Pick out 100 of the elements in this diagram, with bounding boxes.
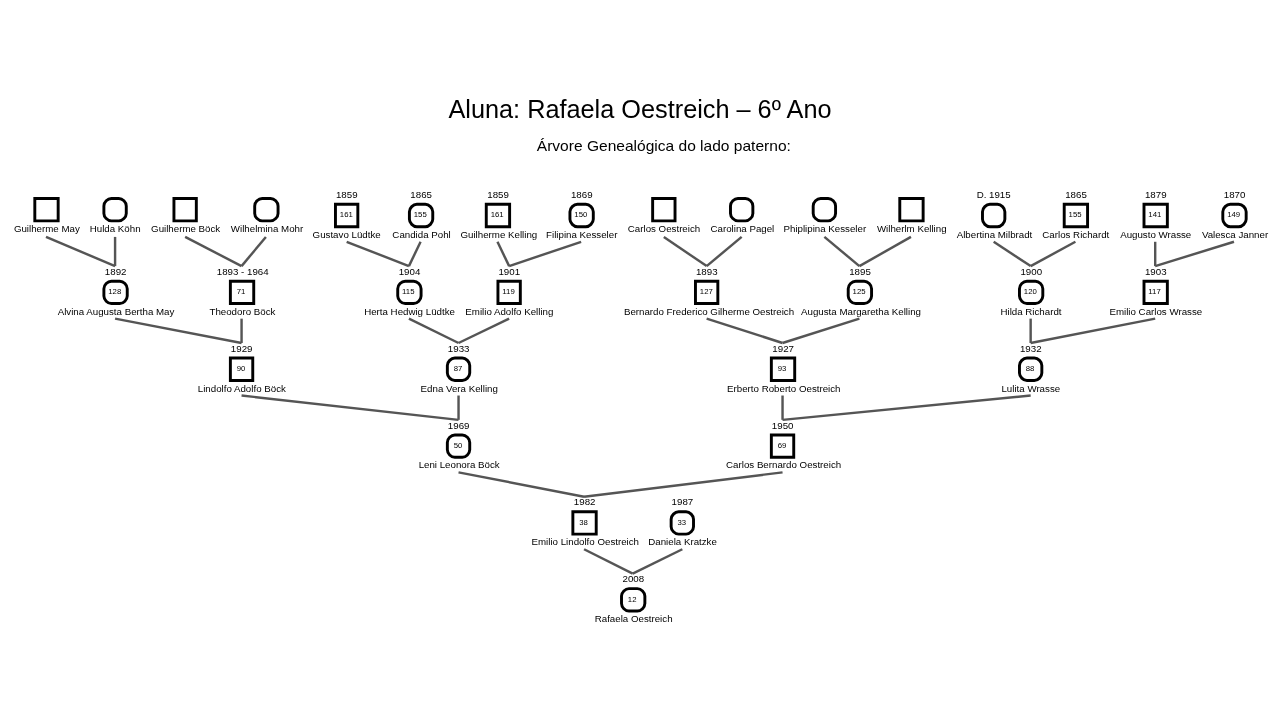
node-label: 1901 (498, 265, 521, 277)
node-label: Wilhelmina Mohr (230, 223, 304, 235)
node-label: 1893 (695, 265, 718, 277)
node-circle (102, 197, 128, 223)
node-label: 1893 - 1964 (216, 265, 269, 277)
connector (508, 240, 582, 268)
connector (1029, 318, 1032, 343)
node-label: Bernardo Frederico Gilherme Oestreich (623, 305, 795, 317)
connector (782, 394, 1031, 422)
connector (782, 317, 860, 345)
node-box: 117 (1142, 279, 1169, 306)
node-label: Lulita Wrasse (1001, 382, 1061, 394)
node-box: 127 (694, 279, 720, 306)
node-box: 161 (484, 202, 512, 229)
node-circle (253, 197, 280, 223)
node-label: Rafaela Oestreich (594, 613, 673, 625)
node-label: Lindolfo Adolfo Böck (197, 382, 286, 394)
node-label: 1987 (671, 496, 694, 508)
node-label: D. 1915 (976, 189, 1011, 200)
node-label: Guilherme May (13, 223, 80, 235)
node-label: 1933 (447, 342, 470, 354)
diagram-title: Aluna: Rafaela Oestreich – 6º Ano (448, 95, 832, 124)
node-box (651, 197, 677, 223)
node-label: 1929 (230, 342, 253, 354)
node-label: Emilio Carlos Wrasse (1109, 305, 1203, 317)
node-box: 38 (571, 510, 598, 536)
node-label: Carolina Pagel (710, 223, 775, 235)
node-label: Daniela Kratzke (648, 536, 717, 548)
node-label: Emilio Lindolfo Oestreich (531, 536, 640, 548)
node-label: Augusta Margaretha Kelling (801, 305, 921, 317)
node-label: 1927 (772, 342, 794, 354)
connector (458, 317, 510, 345)
connector (823, 236, 861, 268)
connector (113, 236, 117, 267)
connector (45, 235, 116, 268)
node-label: Guilherme Böck (151, 223, 221, 235)
connector (1154, 240, 1235, 268)
node-circle (729, 197, 755, 223)
connector (858, 235, 912, 268)
node-box: 119 (496, 279, 522, 306)
node-box: 161 (334, 202, 360, 229)
node-label: 1904 (398, 265, 421, 277)
node-box: 141 (1142, 202, 1169, 229)
connector (346, 240, 410, 268)
node-label: 1879 (1144, 189, 1167, 200)
node-label: 1870 (1223, 189, 1246, 200)
label: Árvore Genealógica do lado paterno: (536, 137, 791, 155)
node-label: 1932 (1019, 342, 1042, 354)
node-label: 1900 (1020, 265, 1043, 277)
node-label: Herta Hedwig Lüdtke (364, 305, 455, 317)
node-label: 1950 (771, 419, 794, 431)
node-box: 93 (769, 356, 797, 382)
node-label: Filipina Kesseler (546, 228, 618, 240)
node-label: 1903 (1144, 265, 1167, 277)
connector (240, 236, 267, 267)
node-label: 1869 (570, 189, 593, 200)
connector (583, 548, 634, 575)
node-label: 1865 (410, 189, 432, 200)
connector (705, 236, 743, 268)
node-label: 1892 (104, 265, 127, 277)
connector (1030, 317, 1156, 345)
node-box: 71 (228, 279, 256, 306)
node-box: 90 (228, 356, 255, 382)
connector (781, 395, 784, 420)
node-label: Theodoro Böck (209, 305, 276, 317)
node-label: Wilherlm Kelling (876, 223, 947, 235)
node-label: Emilio Adolfo Kelling (465, 305, 554, 317)
connector (496, 241, 511, 267)
node-label: 1859 (487, 189, 509, 200)
node-label: Carlos Bernardo Oestreich (726, 459, 842, 471)
node-label: Carlos Richardt (1042, 228, 1110, 240)
node-circle (981, 202, 1007, 229)
connector (706, 317, 783, 345)
connector (1153, 241, 1157, 267)
node-label: Phiplipina Kesseler (783, 223, 867, 235)
connector (458, 471, 585, 498)
connector (184, 235, 243, 268)
connector (114, 317, 242, 345)
connector (241, 394, 459, 422)
node-label: 1982 (573, 496, 596, 508)
node-box: 155 (1062, 202, 1090, 229)
node-label: Augusto Wrasse (1120, 228, 1192, 240)
node-label: Erberto Roberto Oestreich (727, 382, 841, 394)
connector (408, 317, 460, 345)
node-box (172, 197, 198, 223)
node-label: Alvina Augusta Bertha May (57, 305, 175, 317)
node-circle (811, 197, 838, 223)
node-label: 1895 (849, 265, 871, 277)
node-label: 2008 (622, 573, 645, 585)
node-label: Candida Pohl (392, 228, 451, 240)
connector (407, 241, 422, 267)
node-box (898, 197, 925, 223)
connector (632, 548, 683, 575)
node-label: Hulda Köhn (89, 223, 141, 235)
node-label: Valesca Janner (1201, 228, 1269, 240)
node-label: Guilherme Kelling (460, 228, 538, 240)
connector (583, 471, 783, 498)
node-label: Hilda Richardt (1000, 305, 1062, 317)
connector (993, 240, 1032, 268)
node-label: Carlos Oestreich (627, 223, 701, 235)
